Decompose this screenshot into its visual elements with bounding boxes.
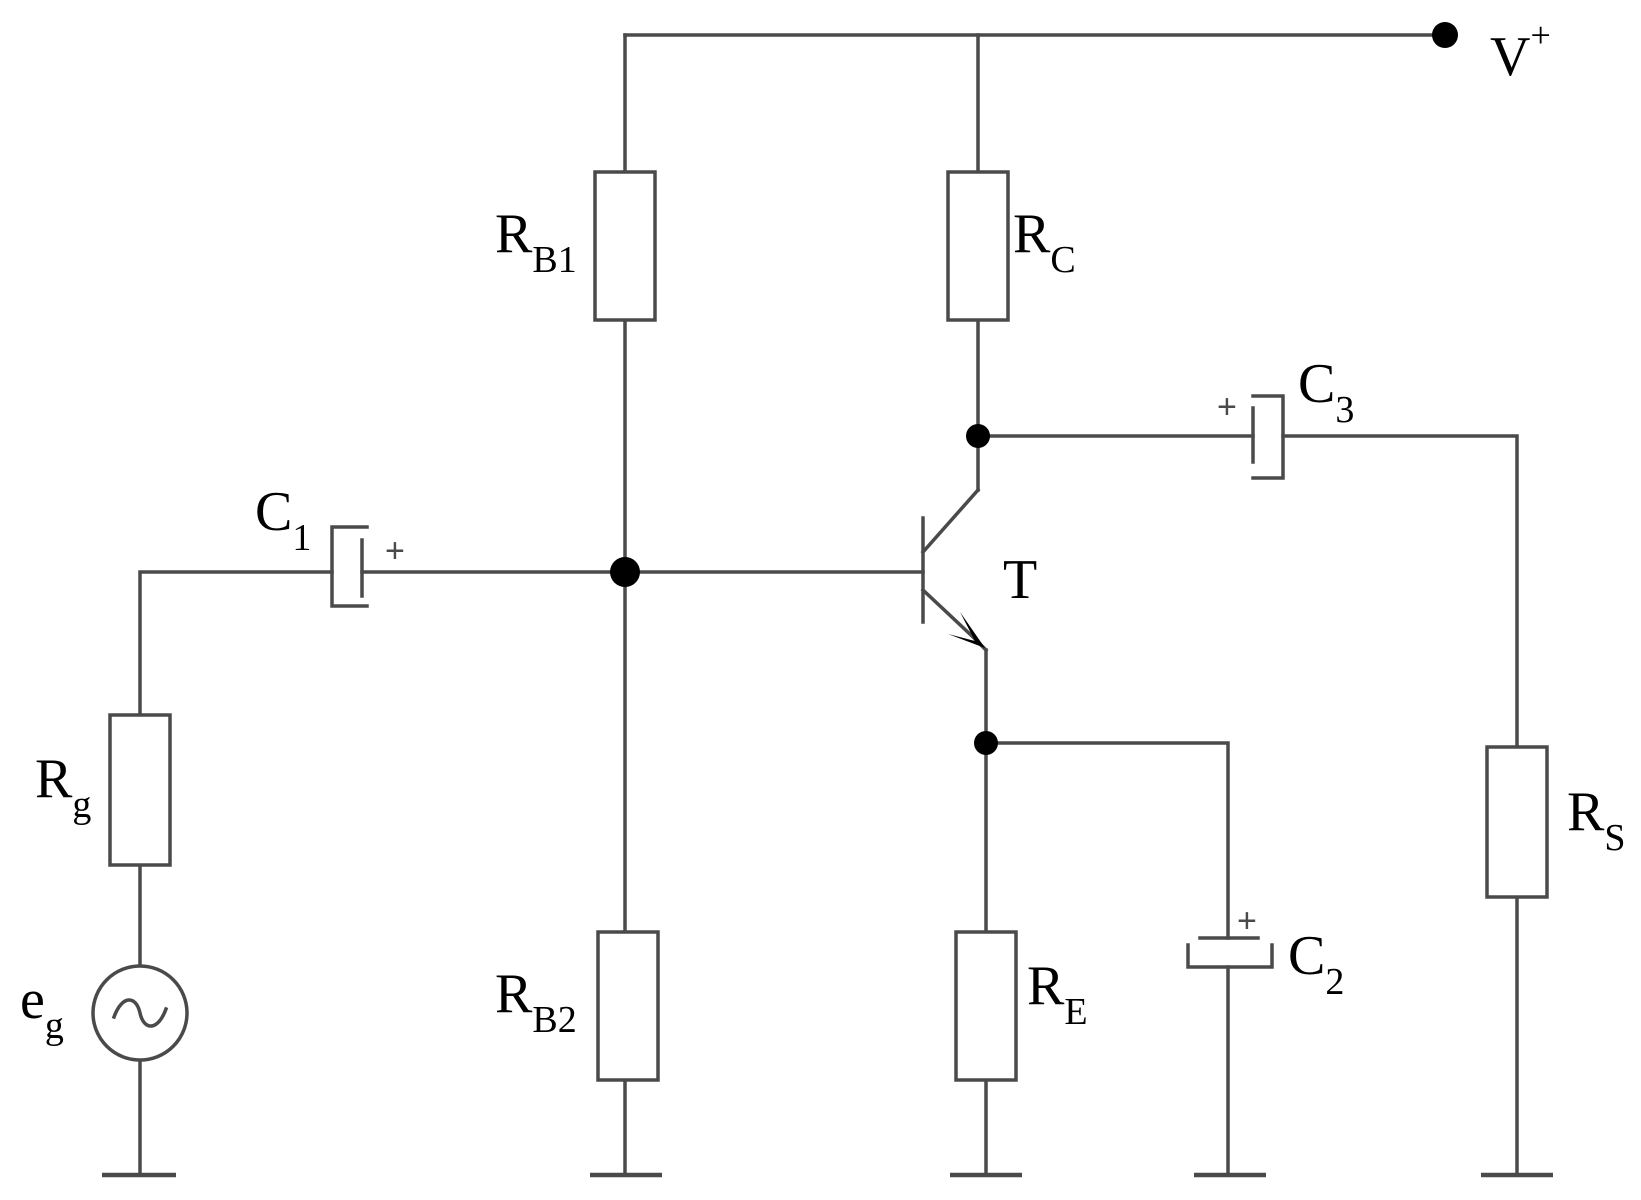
- resistor-re: [954, 930, 1018, 1082]
- transistor-t: [920, 487, 989, 653]
- label-c1: C1: [255, 481, 311, 559]
- c3-polarity: +: [1217, 388, 1237, 426]
- emitter-arrow: [948, 612, 985, 648]
- label-re: RE: [1027, 955, 1088, 1033]
- c2-polarity: +: [1237, 902, 1257, 940]
- label-source: eg: [20, 969, 64, 1047]
- resistor-rb2: [596, 930, 660, 1082]
- emitter-junction: [974, 731, 998, 755]
- supply-terminal: [1432, 22, 1458, 48]
- label-rc: RC: [1013, 203, 1076, 281]
- label-rb2: RB2: [495, 963, 577, 1041]
- resistor-rb1: [593, 170, 657, 322]
- label-transistor: T: [1003, 549, 1037, 611]
- label-supply: V+: [1490, 15, 1551, 88]
- label-rs: RS: [1567, 781, 1626, 859]
- label-rg: Rg: [35, 748, 91, 826]
- capacitor-c1: [330, 525, 369, 608]
- capacitor-c2: [1186, 936, 1274, 969]
- label-c3: C3: [1298, 353, 1354, 431]
- wires: [138, 33, 1519, 1177]
- capacitor-c3: [1251, 394, 1285, 480]
- base-junction: [610, 557, 640, 587]
- resistor-rs: [1485, 745, 1549, 899]
- collector-junction: [966, 424, 990, 448]
- label-c2: C2: [1288, 925, 1344, 1003]
- resistor-rc: [946, 170, 1010, 322]
- junction-dots: [610, 22, 1458, 755]
- resistor-rg: [108, 713, 172, 867]
- sine-wave-icon: [111, 998, 169, 1028]
- c1-polarity: +: [385, 532, 405, 570]
- label-rb1: RB1: [495, 203, 577, 281]
- ac-source: [91, 964, 189, 1062]
